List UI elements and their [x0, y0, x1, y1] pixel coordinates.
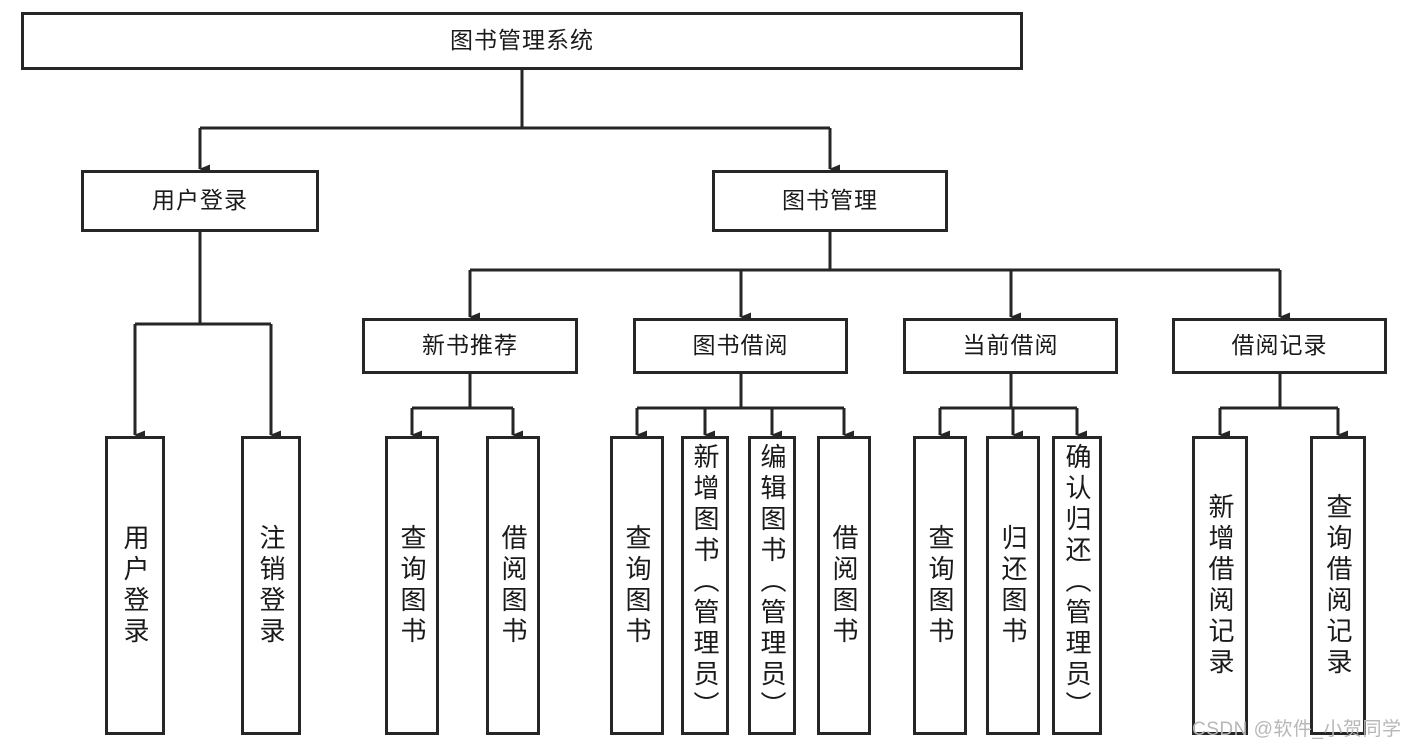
node-book-borrow[interactable]: 图书借阅 — [633, 318, 848, 374]
node-user-login-label: 用户登录 — [152, 187, 248, 214]
leaf-borrow-book-1[interactable]: 借阅图书 — [486, 436, 540, 735]
leaf-logout-label: 注销登录 — [256, 523, 286, 648]
node-new-book-recommend[interactable]: 新书推荐 — [362, 318, 578, 374]
node-root[interactable]: 图书管理系统 — [21, 12, 1023, 70]
leaf-edit-book-admin-label: 编辑图书（管理员） — [757, 443, 787, 722]
leaf-confirm-return-admin[interactable]: 确认归还（管理员） — [1052, 436, 1102, 735]
node-borrow-record-label: 借阅记录 — [1231, 332, 1328, 359]
leaf-user-login[interactable]: 用户登录 — [105, 436, 165, 735]
leaf-query-book-3-label: 查询图书 — [925, 523, 955, 648]
node-new-book-recommend-label: 新书推荐 — [422, 332, 518, 359]
leaf-borrow-book-2[interactable]: 借阅图书 — [817, 436, 871, 735]
leaf-query-book-2[interactable]: 查询图书 — [610, 436, 664, 735]
node-root-label: 图书管理系统 — [450, 27, 594, 54]
leaf-borrow-book-1-label: 借阅图书 — [498, 523, 528, 648]
node-book-manage-label: 图书管理 — [782, 187, 878, 214]
leaf-add-borrow-record[interactable]: 新增借阅记录 — [1192, 436, 1248, 735]
leaf-add-book-admin[interactable]: 新增图书（管理员） — [681, 436, 729, 735]
node-current-borrow[interactable]: 当前借阅 — [903, 318, 1118, 374]
leaf-confirm-return-admin-label: 确认归还（管理员） — [1062, 443, 1092, 722]
leaf-return-book[interactable]: 归还图书 — [986, 436, 1040, 735]
leaf-query-borrow-record-label: 查询借阅记录 — [1323, 492, 1353, 679]
node-current-borrow-label: 当前借阅 — [962, 332, 1059, 359]
node-book-borrow-label: 图书借阅 — [692, 332, 789, 359]
leaf-borrow-book-2-label: 借阅图书 — [829, 523, 859, 648]
watermark-text: CSDN @软件_小贺同学 — [1192, 719, 1402, 740]
leaf-logout[interactable]: 注销登录 — [241, 436, 301, 735]
leaf-query-borrow-record[interactable]: 查询借阅记录 — [1310, 436, 1366, 735]
leaf-user-login-label: 用户登录 — [120, 523, 150, 648]
leaf-add-borrow-record-label: 新增借阅记录 — [1205, 492, 1235, 679]
leaf-query-book-1[interactable]: 查询图书 — [385, 436, 439, 735]
leaf-query-book-2-label: 查询图书 — [622, 523, 652, 648]
node-book-manage[interactable]: 图书管理 — [712, 170, 948, 232]
leaf-return-book-label: 归还图书 — [998, 523, 1028, 648]
node-borrow-record[interactable]: 借阅记录 — [1172, 318, 1387, 374]
leaf-query-book-3[interactable]: 查询图书 — [913, 436, 967, 735]
leaf-add-book-admin-label: 新增图书（管理员） — [690, 443, 720, 722]
leaf-query-book-1-label: 查询图书 — [397, 523, 427, 648]
node-user-login[interactable]: 用户登录 — [81, 170, 319, 232]
leaf-edit-book-admin[interactable]: 编辑图书（管理员） — [748, 436, 796, 735]
